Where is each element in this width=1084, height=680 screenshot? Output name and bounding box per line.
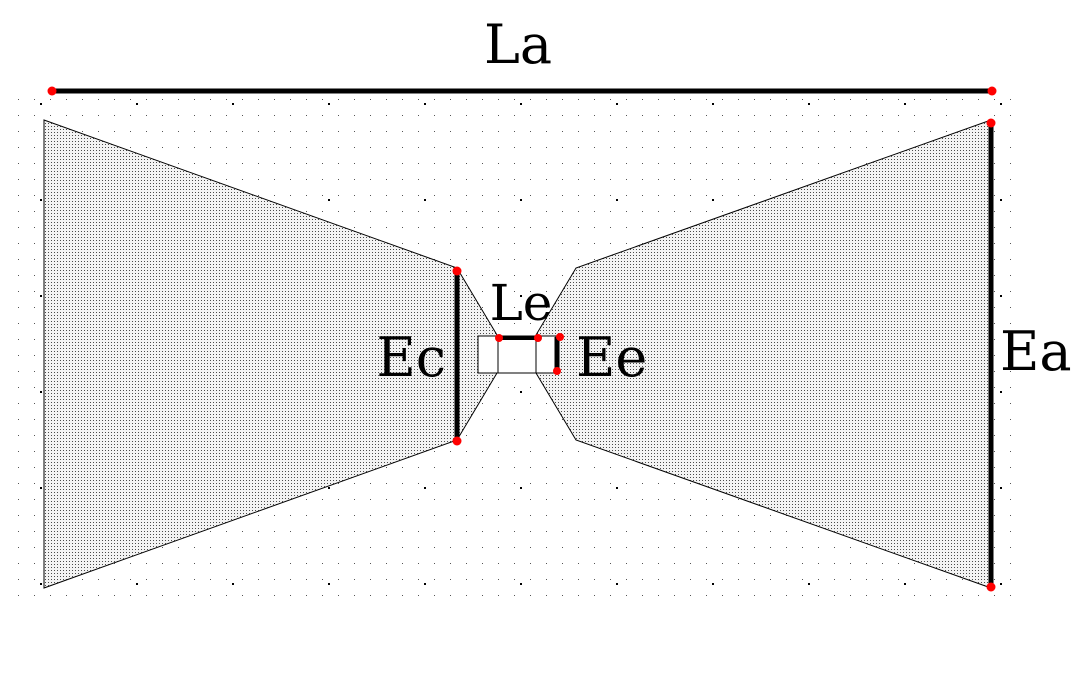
la-start-point (47, 86, 57, 96)
label-la: La (484, 13, 552, 76)
le-left-point (495, 334, 503, 342)
ea-top-point (986, 118, 996, 128)
ec-top-point (452, 266, 462, 276)
throat-center-cell (497, 335, 537, 374)
ec-bottom-point (452, 436, 462, 446)
label-le: Le (490, 274, 553, 332)
ea-bottom-point (986, 582, 996, 592)
label-ea: Ea (1000, 320, 1072, 383)
label-ee: Ee (576, 326, 647, 389)
endpoint-markers (47, 86, 997, 592)
label-ec: Ec (376, 326, 446, 389)
throat-section (477, 335, 557, 374)
ee-top-point (556, 333, 564, 341)
dimension-lines (52, 88, 994, 587)
le-right-point (534, 334, 542, 342)
throat-left-cell (477, 335, 499, 374)
la-end-point (987, 86, 997, 96)
ee-bottom-point (553, 367, 561, 375)
